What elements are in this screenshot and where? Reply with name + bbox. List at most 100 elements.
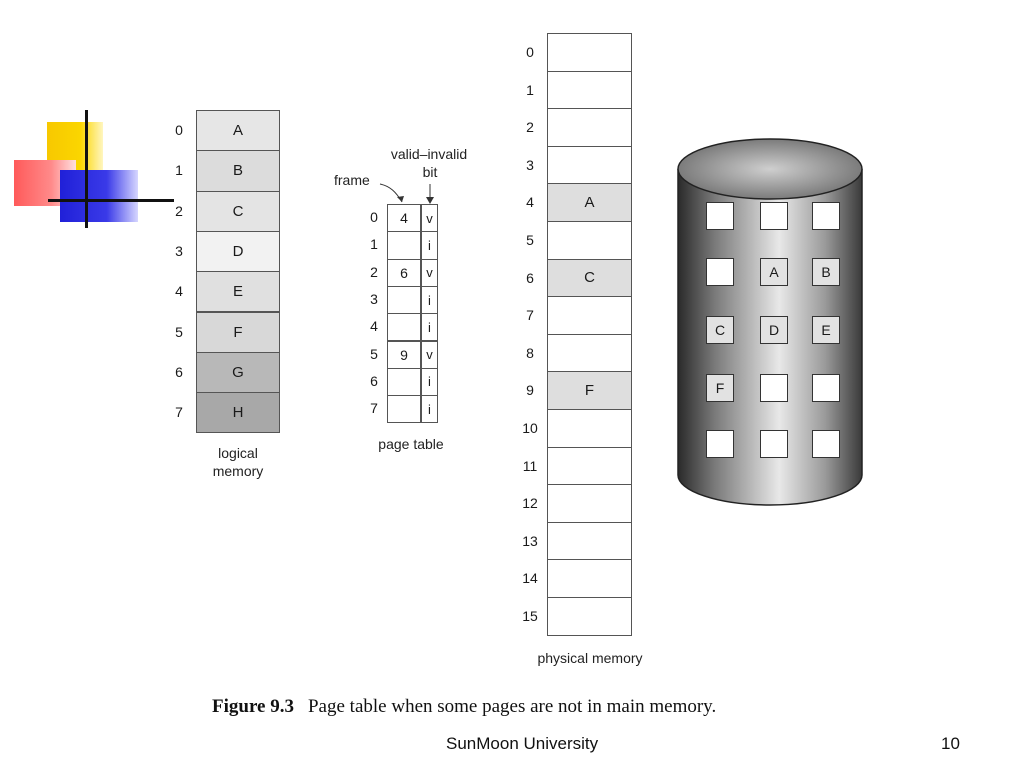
physical-memory-frame: A <box>547 183 632 222</box>
page-table-index: 5 <box>364 346 384 362</box>
page-table-frame-cell: 4 <box>387 204 421 232</box>
physical-memory-frame <box>547 484 632 523</box>
disk-page-slot <box>812 430 840 458</box>
page-table-valid-bit: i <box>421 231 438 259</box>
disk-page-slot <box>706 202 734 230</box>
bit-arrowhead <box>426 197 434 204</box>
logical-memory-index: 6 <box>168 364 190 380</box>
footer-institution: SunMoon University <box>446 734 598 754</box>
logical-memory-index: 5 <box>168 324 190 340</box>
page-table-index: 2 <box>364 264 384 280</box>
logical-memory-page: B <box>196 150 280 191</box>
figure-caption-text: Page table when some pages are not in ma… <box>308 696 716 717</box>
frame-arrowhead <box>397 196 404 202</box>
page-table-index: 3 <box>364 291 384 307</box>
physical-memory-frame-number: 9 <box>516 382 544 398</box>
logical-memory-page: E <box>196 271 280 312</box>
logical-memory-index: 1 <box>168 162 190 178</box>
page-table-frame-cell <box>387 313 421 341</box>
physical-memory-caption: physical memory <box>520 650 660 666</box>
physical-memory-frame-number: 7 <box>516 307 544 323</box>
page-table-valid-bit: i <box>421 286 438 314</box>
physical-memory-frame-number: 10 <box>516 420 544 436</box>
logical-memory-page: H <box>196 392 280 433</box>
logical-memory-page: G <box>196 352 280 393</box>
disk-page-slot: A <box>760 258 788 286</box>
disk-top <box>678 139 862 199</box>
page-table-valid-bit: v <box>421 259 438 287</box>
disk-page-slot: E <box>812 316 840 344</box>
physical-memory-frame <box>547 296 632 335</box>
page-table-valid-bit: i <box>421 368 438 396</box>
physical-memory-frame <box>547 221 632 260</box>
disk-page-slot <box>706 430 734 458</box>
physical-memory-frame <box>547 33 632 72</box>
page-table-valid-bit: i <box>421 395 438 423</box>
disk-page-slot <box>760 374 788 402</box>
logical-memory-index: 3 <box>168 243 190 259</box>
physical-memory-frame-number: 12 <box>516 495 544 511</box>
physical-memory-frame <box>547 597 632 636</box>
page-table-frame-cell: 6 <box>387 259 421 287</box>
logical-memory-page: C <box>196 191 280 232</box>
physical-memory-frame-number: 11 <box>516 458 544 474</box>
page-table-index: 6 <box>364 373 384 389</box>
physical-memory-frame-number: 0 <box>516 44 544 60</box>
disk-page-slot <box>812 374 840 402</box>
page-table-valid-bit: v <box>421 204 438 232</box>
physical-memory-frame-number: 13 <box>516 533 544 549</box>
logical-memory-index: 4 <box>168 283 190 299</box>
page-table-index: 1 <box>364 236 384 252</box>
page-table-caption: page table <box>366 436 456 452</box>
disk-page-slot <box>760 202 788 230</box>
label-arrows <box>360 170 440 206</box>
physical-memory-frame-number: 8 <box>516 345 544 361</box>
physical-memory-frame <box>547 146 632 185</box>
disk-page-slot: D <box>760 316 788 344</box>
page-table-valid-bit: i <box>421 313 438 341</box>
logical-memory-page: D <box>196 231 280 272</box>
slide-number: 10 <box>941 734 960 754</box>
physical-memory-frame-number: 15 <box>516 608 544 624</box>
logical-memory-index: 7 <box>168 404 190 420</box>
physical-memory-frame <box>547 559 632 598</box>
disk-page-slot: F <box>706 374 734 402</box>
physical-memory-frame-number: 1 <box>516 82 544 98</box>
disk-page-slot: C <box>706 316 734 344</box>
page-table-frame-cell <box>387 395 421 423</box>
page-table-frame-cell <box>387 231 421 259</box>
physical-memory-frame-number: 4 <box>516 194 544 210</box>
page-table-valid-bit: v <box>421 341 438 369</box>
physical-memory-frame <box>547 409 632 448</box>
logical-memory-index: 2 <box>168 203 190 219</box>
page-table-index: 4 <box>364 318 384 334</box>
logical-memory-page: A <box>196 110 280 151</box>
page-table-index: 0 <box>364 209 384 225</box>
disk-page-slot <box>812 202 840 230</box>
logical-memory-caption: logical memory <box>196 444 280 480</box>
figure-caption: Figure 9.3 Page table when some pages are… <box>212 696 716 718</box>
page-table-index: 7 <box>364 400 384 416</box>
physical-memory-frame <box>547 447 632 486</box>
page-table-frame-cell <box>387 286 421 314</box>
physical-memory-frame-number: 3 <box>516 157 544 173</box>
page-table-frame-cell <box>387 368 421 396</box>
physical-memory-frame <box>547 71 632 110</box>
physical-memory-frame <box>547 522 632 561</box>
physical-memory-frame-number: 14 <box>516 570 544 586</box>
physical-memory-frame: C <box>547 259 632 298</box>
valid-invalid-label: valid–invalid <box>388 146 470 162</box>
frame-arrow <box>380 184 402 202</box>
physical-memory-frame-number: 2 <box>516 119 544 135</box>
logical-memory-index: 0 <box>168 122 190 138</box>
logical-memory-page: F <box>196 312 280 353</box>
physical-memory-frame: F <box>547 371 632 410</box>
physical-memory-frame <box>547 334 632 373</box>
physical-memory-frame-number: 6 <box>516 270 544 286</box>
page-table-frame-cell: 9 <box>387 341 421 369</box>
physical-memory-frame-number: 5 <box>516 232 544 248</box>
disk-page-slot: B <box>812 258 840 286</box>
figure-number: Figure 9.3 <box>212 696 294 717</box>
disk-page-slot <box>760 430 788 458</box>
